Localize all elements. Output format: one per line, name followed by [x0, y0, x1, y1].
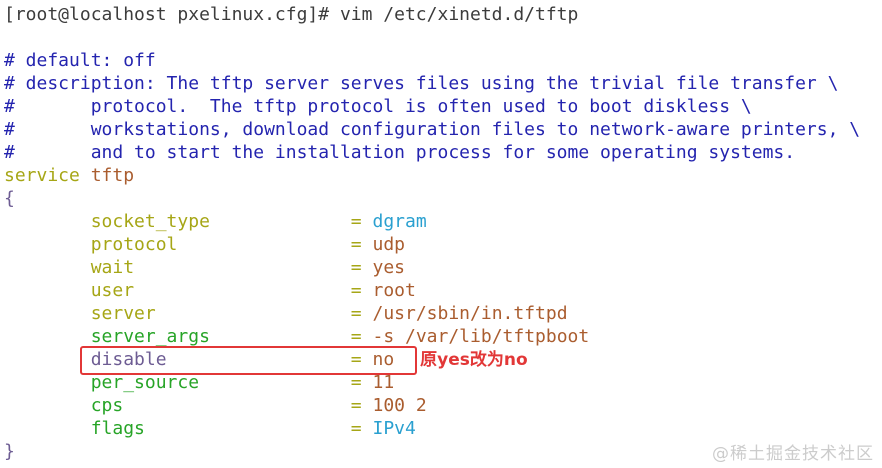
text-segment: tftp: [90, 165, 135, 186]
config-line-wait: wait = yes: [4, 256, 860, 279]
config-line-cps: cps = 100 2: [4, 394, 860, 417]
comment-line-install: # and to start the installation process …: [4, 141, 860, 164]
service-line: service tftp: [4, 164, 860, 187]
text-segment: =: [350, 211, 373, 232]
text-segment: per_source: [90, 372, 351, 393]
text-segment: # description: The tftp server serves fi…: [4, 73, 839, 94]
text-segment: IPv4: [372, 418, 416, 439]
text-segment: 11: [372, 372, 395, 393]
text-segment: cps: [90, 395, 351, 416]
terminal-output: [root@localhost pxelinux.cfg]# vim /etc/…: [4, 3, 860, 463]
text-segment: user: [90, 280, 351, 301]
text-segment: [root@localhost pxelinux.cfg]# vim /etc/…: [4, 4, 579, 25]
text-segment: [4, 349, 91, 370]
config-line-server: server = /usr/sbin/in.tftpd: [4, 302, 860, 325]
text-segment: # and to start the installation process …: [4, 142, 796, 163]
text-segment: socket_type: [90, 211, 351, 232]
text-segment: no: [372, 349, 395, 370]
text-segment: root: [372, 280, 416, 301]
text-segment: [4, 211, 91, 232]
text-segment: 100 2: [372, 395, 427, 416]
text-segment: wait: [90, 257, 351, 278]
text-segment: [4, 326, 91, 347]
config-line-flags: flags = IPv4: [4, 417, 860, 440]
text-segment: disable: [90, 349, 351, 370]
text-segment: =: [350, 418, 373, 439]
text-segment: # workstations, download configuration f…: [4, 119, 861, 140]
edit-annotation: 原yes改为no: [420, 350, 528, 370]
comment-line-description: # description: The tftp server serves fi…: [4, 72, 860, 95]
text-segment: protocol: [90, 234, 351, 255]
text-segment: =: [350, 303, 373, 324]
text-segment: [4, 372, 91, 393]
text-segment: server_args: [90, 326, 351, 347]
text-segment: =: [350, 257, 373, 278]
comment-line-protocol: # protocol. The tftp protocol is often u…: [4, 95, 860, 118]
text-segment: =: [350, 349, 373, 370]
config-line-per-source: per_source = 11: [4, 371, 860, 394]
text-segment: /usr/sbin/in.tftpd: [372, 303, 568, 324]
text-segment: # protocol. The tftp protocol is often u…: [4, 96, 752, 117]
text-segment: server: [90, 303, 351, 324]
text-segment: flags: [90, 418, 351, 439]
text-segment: dgram: [372, 211, 427, 232]
shell-prompt-line: [root@localhost pxelinux.cfg]# vim /etc/…: [4, 3, 860, 26]
config-line-socket-type: socket_type = dgram: [4, 210, 860, 233]
text-segment: =: [350, 326, 373, 347]
config-line-server-args: server_args = -s /var/lib/tftpboot: [4, 325, 860, 348]
text-segment: [4, 234, 91, 255]
comment-line-workstations: # workstations, download configuration f…: [4, 118, 860, 141]
text-segment: # default: off: [4, 50, 156, 71]
watermark: @稀土掘金技术社区: [712, 444, 874, 464]
open-brace-line: {: [4, 187, 860, 210]
text-segment: service: [4, 165, 91, 186]
text-segment: {: [4, 188, 15, 209]
text-segment: -s /var/lib/tftpboot: [372, 326, 590, 347]
text-segment: [4, 280, 91, 301]
blank-line: [4, 26, 860, 49]
text-segment: [4, 257, 91, 278]
text-segment: [4, 395, 91, 416]
comment-line-default: # default: off: [4, 49, 860, 72]
text-segment: =: [350, 234, 373, 255]
config-line-protocol: protocol = udp: [4, 233, 860, 256]
text-segment: yes: [372, 257, 405, 278]
text-segment: udp: [372, 234, 405, 255]
text-segment: [4, 418, 91, 439]
text-segment: =: [350, 280, 373, 301]
config-line-disable: disable = no 原yes改为no: [4, 348, 860, 371]
text-segment: =: [350, 395, 373, 416]
text-segment: }: [4, 441, 15, 462]
close-brace-line: }: [4, 440, 860, 463]
config-line-user: user = root: [4, 279, 860, 302]
text-segment: =: [350, 372, 373, 393]
text-segment: [4, 303, 91, 324]
